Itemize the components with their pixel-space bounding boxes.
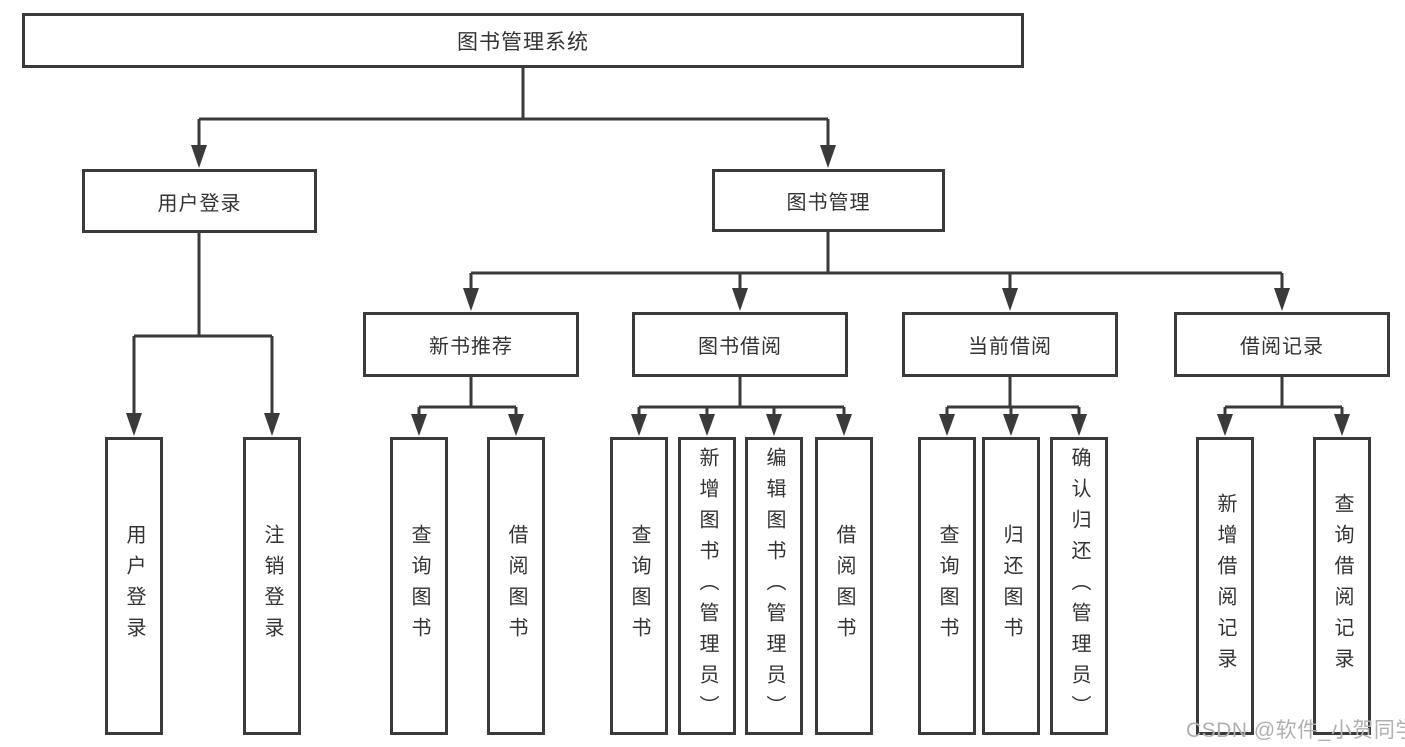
- leaf-user-login: 用户登录: [105, 437, 163, 735]
- leaf-label: 编辑图书（管理员）: [763, 446, 785, 726]
- leaf-label: 归还图书: [1000, 524, 1022, 648]
- node-book-borrow: 图书借阅: [632, 312, 848, 377]
- leaf-borrow-edit-books-admin: 编辑图书（管理员）: [745, 437, 803, 735]
- leaf-current-query-books: 查询图书: [918, 437, 976, 735]
- leaf-current-return-books: 归还图书: [982, 437, 1040, 735]
- leaf-logout: 注销登录: [243, 437, 301, 735]
- node-borrow-records: 借阅记录: [1174, 312, 1390, 377]
- connector-book-management-to-level3: [463, 232, 1290, 311]
- leaf-recommend-borrow-books: 借阅图书: [487, 437, 545, 735]
- leaf-records-query-record: 查询借阅记录: [1313, 437, 1371, 735]
- leaf-label: 确认归还（管理员）: [1068, 446, 1090, 726]
- leaf-label: 用户登录: [123, 524, 145, 648]
- leaf-label: 借阅图书: [505, 524, 527, 648]
- leaf-current-confirm-return-admin: 确认归还（管理员）: [1050, 437, 1108, 735]
- connector-root-to-level2: [191, 68, 836, 168]
- node-book-management: 图书管理: [712, 169, 945, 232]
- node-new-book-recommend: 新书推荐: [363, 312, 579, 377]
- connector-book-borrow-to-leaves: [631, 377, 852, 436]
- leaf-label: 查询图书: [936, 524, 958, 648]
- leaf-borrow-add-books-admin: 新增图书（管理员）: [678, 437, 736, 735]
- node-current-borrow: 当前借阅: [902, 312, 1118, 377]
- leaf-label: 新增借阅记录: [1214, 493, 1236, 679]
- watermark: CSDN @软件_小贺同学: [1186, 719, 1405, 742]
- leaf-label: 查询图书: [408, 524, 430, 648]
- leaf-label: 查询借阅记录: [1331, 493, 1353, 679]
- connector-borrow-records-to-leaves: [1217, 377, 1350, 436]
- node-root: 图书管理系统: [22, 13, 1024, 68]
- leaf-borrow-borrow-books: 借阅图书: [815, 437, 873, 735]
- leaf-records-add-record: 新增借阅记录: [1196, 437, 1254, 735]
- leaf-label: 注销登录: [261, 524, 283, 648]
- node-user-login: 用户登录: [82, 169, 317, 233]
- leaf-label: 查询图书: [628, 524, 650, 648]
- connector-new-book-recommend-to-leaves: [411, 377, 524, 436]
- leaf-recommend-query-books: 查询图书: [390, 437, 448, 735]
- leaf-borrow-query-books: 查询图书: [610, 437, 668, 735]
- connector-current-borrow-to-leaves: [939, 377, 1087, 436]
- leaf-label: 借阅图书: [833, 524, 855, 648]
- leaf-label: 新增图书（管理员）: [696, 446, 718, 726]
- connector-user-login-to-leaves: [126, 233, 280, 436]
